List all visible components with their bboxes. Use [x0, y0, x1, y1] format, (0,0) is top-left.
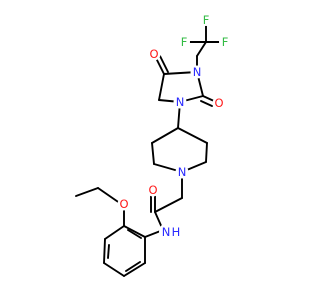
- bg-f1: [178, 36, 190, 48]
- bond-ch2-ch3: [75, 187, 99, 197]
- bond-c4-c5: [158, 73, 165, 101]
- bond-benz-inner-3: [125, 261, 141, 272]
- bond-pip-a: [177, 127, 208, 144]
- bond-pip-b: [205, 142, 208, 163]
- atom-o-ether: O: [119, 197, 128, 211]
- atom-n-pip: N: [178, 165, 187, 179]
- bg-o-top: [147, 47, 161, 61]
- bond-benz-inner-1: [127, 229, 142, 239]
- bg-o-ether: [117, 197, 131, 211]
- atom-f1: F: [181, 35, 188, 49]
- bond-ch2-co: [154, 197, 183, 213]
- atom-n-imid1: N: [176, 95, 185, 109]
- bg-nh: [159, 222, 179, 242]
- bg-f2: [200, 14, 212, 26]
- molecule-drawing: F F F N O O N N O N H O: [75, 13, 231, 277]
- atom-n-imid3: N: [193, 65, 202, 79]
- bond-pip-f: [151, 127, 179, 144]
- bond-benz-1: [123, 225, 146, 238]
- bond-c2-o-a: [202, 95, 215, 102]
- bond-c4-o-a: [155, 57, 165, 75]
- bond-benz-2: [104, 225, 125, 240]
- bond-benz-5: [123, 262, 146, 277]
- atom-n-amide: N: [162, 225, 171, 239]
- atom-o-amide: O: [148, 183, 157, 197]
- atom-h-amide: H: [172, 225, 181, 239]
- bond-benz-3: [103, 238, 106, 264]
- atom-o-top: O: [149, 47, 158, 61]
- bg-o-right: [212, 96, 226, 110]
- structure-canvas: F F F N O O N N O N H O: [75, 13, 231, 277]
- bond-c2-o-b: [200, 100, 213, 107]
- bg-o-amide: [146, 183, 160, 197]
- bond-benz-inner-2: [107, 244, 110, 259]
- atom-f2: F: [203, 13, 210, 27]
- bg-npip: [175, 165, 189, 179]
- bond-c4-o-b: [159, 55, 169, 73]
- bond-benz-4: [103, 262, 125, 277]
- bond-cf3-ch2: [196, 41, 207, 57]
- atom-f3: F: [222, 35, 229, 49]
- bond-pip-e: [151, 142, 155, 165]
- atom-o-right: O: [214, 96, 223, 110]
- bg-n1: [173, 95, 187, 109]
- bg-f3: [219, 36, 231, 48]
- bg-n3: [190, 65, 204, 79]
